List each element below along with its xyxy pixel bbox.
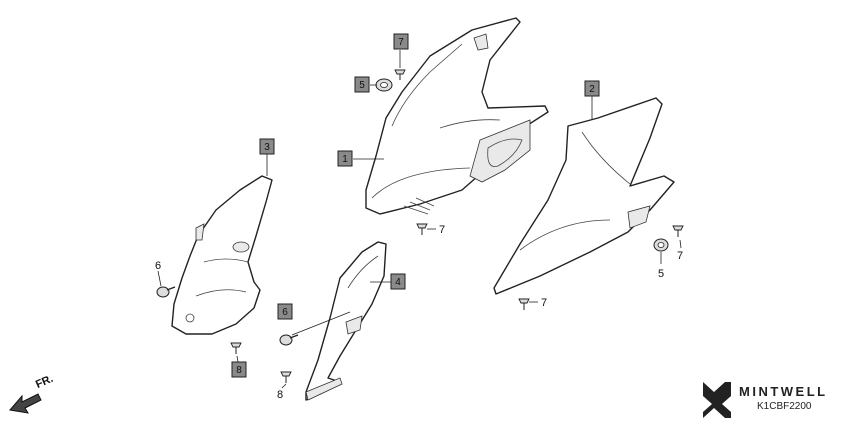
callout-5-boxed: 5 [354,76,370,93]
svg-text:5: 5 [359,80,365,91]
leader-lines [157,50,682,389]
fastener-screw-7-mid [416,223,428,235]
fastener-screw-8-left [230,342,242,354]
callout-3: 3 [259,138,275,155]
svg-text:4: 4 [395,277,401,288]
fastener-bolt-6-left [156,286,176,298]
callout-7-plain-mid: 7 [439,224,445,236]
fastener-screw-7-upper [394,69,406,80]
part-2-right-side-cowl [493,97,675,295]
mintwell-logo-icon [703,382,731,418]
callout-2: 2 [584,80,600,97]
fastener-grommet-5-right [653,238,669,252]
svg-text:3: 3 [264,142,270,153]
callout-6-boxed: 6 [277,303,293,320]
svg-text:7: 7 [398,37,404,48]
part-1-front-cowl [365,17,549,215]
fastener-screw-8-center [280,371,292,383]
svg-text:8: 8 [236,365,242,376]
watermark-brand: MINTWELL [739,384,828,399]
callout-4: 4 [390,273,406,290]
callout-7-plain-right: 7 [677,250,683,262]
front-direction-arrow-icon [9,393,42,414]
callout-8-plain: 8 [277,389,283,401]
callout-5-plain: 5 [658,268,664,280]
callout-8-boxed: 8 [231,361,247,378]
fastener-screw-7-right [672,225,684,237]
callout-7-boxed: 7 [393,33,409,50]
svg-text:2: 2 [589,84,595,95]
svg-text:1: 1 [342,154,348,165]
part-3-left-side-cover [171,175,273,335]
callout-7-plain-lower: 7 [541,297,547,309]
diagram-code: K1CBF2200 [757,401,812,412]
svg-text:6: 6 [282,307,288,318]
fastener-grommet-5-upper [375,78,393,92]
callout-1: 1 [337,150,353,167]
part-4-lower-cover [305,241,387,401]
fastener-screw-7-lower [518,298,530,310]
callout-6-plain: 6 [155,260,161,272]
fastener-bolt-6-center [279,334,299,346]
